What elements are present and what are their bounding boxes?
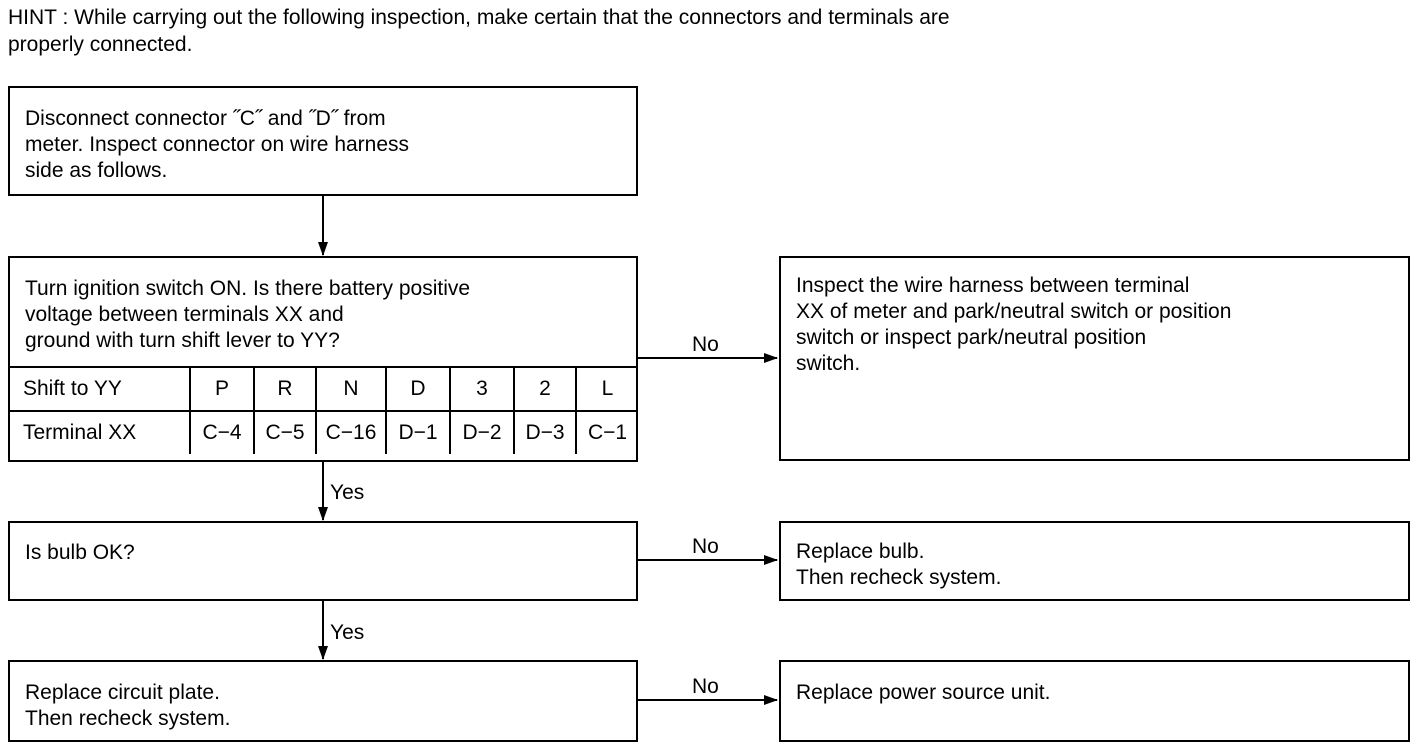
table-row: Terminal XX C−4 C−5 C−16 D−1 D−2 D−3 C−1 — [8, 410, 638, 454]
box-line: Is bulb OK? — [25, 541, 135, 564]
disconnect-connector-box: Disconnect connector ˝C˝ and ˝D˝ from me… — [8, 86, 638, 196]
box-line: Then recheck system. — [25, 707, 231, 730]
box-line: meter. Inspect connector on wire harness — [25, 133, 410, 156]
no-label-bulb: No — [692, 535, 719, 558]
box-line: Disconnect connector ˝C˝ and ˝D˝ from — [25, 107, 386, 130]
table-cell: P — [189, 366, 255, 412]
table-cell: R — [253, 366, 317, 412]
replace-bulb-box: Replace bulb. Then recheck system. — [779, 521, 1410, 601]
table-row: Shift to YY P R N D 3 2 L — [8, 366, 638, 412]
yes-label-ignition: Yes — [330, 481, 365, 504]
table-cell: C−16 — [315, 410, 387, 454]
box-line: Then recheck system. — [796, 566, 1002, 589]
table-cell: N — [315, 366, 387, 412]
table-cell: C−5 — [253, 410, 317, 454]
replace-power-source-box: Replace power source unit. — [779, 660, 1410, 742]
table-cell: 3 — [449, 366, 515, 412]
box-line: Replace power source unit. — [796, 681, 1051, 704]
box-line: Replace circuit plate. — [25, 681, 220, 704]
shift-terminal-table: Shift to YY P R N D 3 2 L Terminal XX C−… — [8, 366, 638, 454]
box-line: XX of meter and park/neutral switch or p… — [796, 300, 1232, 323]
table-cell: C−4 — [189, 410, 255, 454]
box-line: Inspect the wire harness between termina… — [796, 274, 1190, 297]
hint-line-2: properly connected. — [8, 33, 193, 56]
box-line: ground with turn shift lever to YY? — [25, 329, 340, 352]
table-cell: C−1 — [575, 410, 638, 454]
box-line: switch or inspect park/neutral position — [796, 326, 1147, 349]
hint-text: HINT : While carrying out the following … — [8, 4, 1208, 58]
ignition-voltage-box: Turn ignition switch ON. Is there batter… — [8, 256, 638, 462]
table-cell: D — [385, 366, 451, 412]
no-label-circuit: No — [692, 675, 719, 698]
table-cell: D−2 — [449, 410, 515, 454]
no-label-ignition: No — [692, 333, 719, 356]
yes-label-bulb: Yes — [330, 621, 365, 644]
box-line: Turn ignition switch ON. Is there batter… — [25, 277, 471, 300]
box-line: side as follows. — [25, 159, 168, 182]
table-row-header: Terminal XX — [8, 410, 191, 454]
table-cell: 2 — [513, 366, 577, 412]
table-cell: D−3 — [513, 410, 577, 454]
box-line: switch. — [796, 352, 861, 375]
replace-circuit-plate-box: Replace circuit plate. Then recheck syst… — [8, 660, 638, 742]
table-cell: L — [575, 366, 638, 412]
bulb-ok-box: Is bulb OK? — [8, 521, 638, 601]
inspect-harness-box: Inspect the wire harness between termina… — [779, 256, 1410, 461]
hint-line-1: HINT : While carrying out the following … — [8, 6, 950, 29]
table-cell: D−1 — [385, 410, 451, 454]
box-line: voltage between terminals XX and — [25, 303, 344, 326]
box-line: Replace bulb. — [796, 540, 925, 563]
table-row-header: Shift to YY — [8, 366, 191, 412]
